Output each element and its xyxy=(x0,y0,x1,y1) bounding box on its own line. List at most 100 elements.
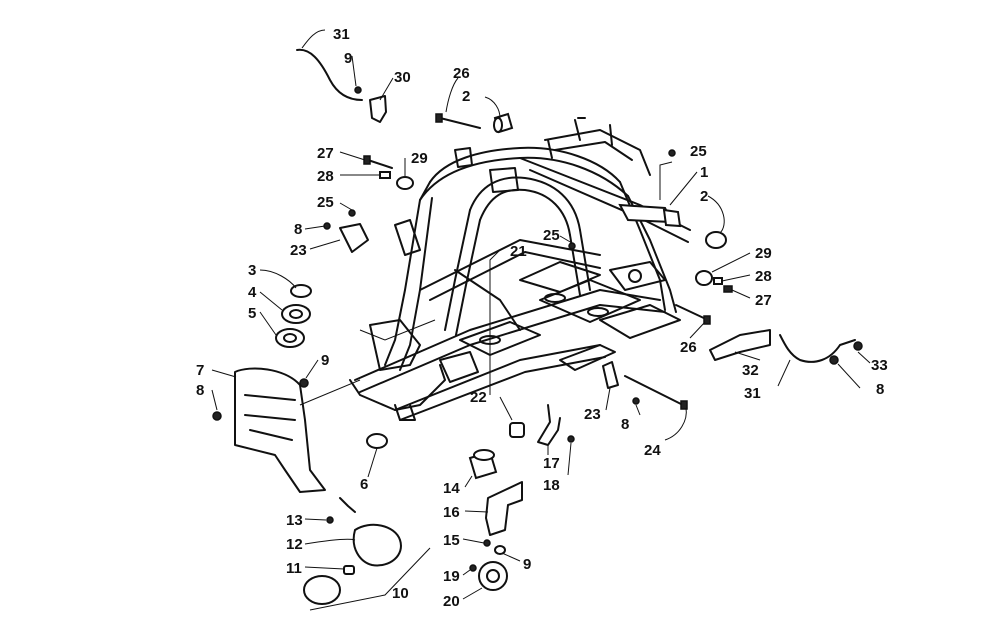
horn-20-center xyxy=(486,569,500,583)
callout-8c: 8 xyxy=(196,382,204,399)
bracket-32 xyxy=(709,329,771,361)
callout-30: 30 xyxy=(394,69,411,86)
front-bumper-7 xyxy=(234,367,326,493)
headlight-housing xyxy=(352,523,402,567)
callout-29a: 29 xyxy=(411,150,428,167)
snap-ring-3 xyxy=(290,284,312,298)
nut-25-right-top xyxy=(668,149,676,157)
nut-25-left xyxy=(348,209,356,217)
bearing-5-inner xyxy=(283,333,297,343)
bolt-24 xyxy=(624,375,684,406)
callout-19: 19 xyxy=(443,568,460,585)
spacer-28-left xyxy=(379,171,391,179)
rod-31-right xyxy=(779,334,856,363)
bumper-inner xyxy=(244,394,296,441)
callout-26b: 26 xyxy=(680,339,697,356)
callout-6: 6 xyxy=(360,476,368,493)
bracket-30 xyxy=(369,95,387,123)
callout-17: 17 xyxy=(543,455,560,472)
callout-22: 22 xyxy=(470,389,487,406)
callout-labels: 31 9 30 26 2 27 29 28 25 8 23 25 1 2 21 … xyxy=(196,26,888,610)
bracket-16 xyxy=(485,481,523,536)
bolt-18 xyxy=(567,435,575,443)
nut-9-bumper xyxy=(299,378,309,388)
bolt-8-right xyxy=(829,355,839,365)
callout-25c: 25 xyxy=(543,227,560,244)
bushing-2-right xyxy=(662,208,682,228)
callout-23b: 23 xyxy=(584,406,601,423)
callout-15: 15 xyxy=(443,532,460,549)
bracket-10 xyxy=(309,547,431,611)
main-frame xyxy=(349,117,691,421)
callout-20: 20 xyxy=(443,593,460,610)
bolt-19 xyxy=(469,564,477,572)
callout-8b: 8 xyxy=(876,381,884,398)
nut-9-upper xyxy=(354,86,362,94)
nut-25-center xyxy=(568,242,576,250)
bulb-11 xyxy=(343,565,355,575)
bolt-26-right-head xyxy=(703,315,711,325)
bushing-2-upper-end xyxy=(493,117,503,133)
callout-12: 12 xyxy=(286,536,303,553)
bracket-17 xyxy=(537,404,561,446)
callout-16: 16 xyxy=(443,504,460,521)
callout-27a: 27 xyxy=(317,145,334,162)
headlight-wire xyxy=(339,497,356,513)
lens-11 xyxy=(303,575,341,605)
callout-1: 1 xyxy=(700,164,708,181)
bolt-26-head xyxy=(435,113,443,123)
clip-22 xyxy=(509,422,525,438)
callout-9c: 9 xyxy=(523,556,531,573)
rod-31-upper xyxy=(296,48,363,101)
callout-13: 13 xyxy=(286,512,303,529)
nut-33 xyxy=(853,341,863,351)
bearing-5 xyxy=(275,328,305,348)
bushing-14-end xyxy=(473,449,495,461)
bolt-8-bumper xyxy=(212,411,222,421)
leader-lines xyxy=(211,29,871,600)
bracket-23-left xyxy=(339,223,369,253)
bolt-26-upper xyxy=(439,117,481,129)
callout-8a: 8 xyxy=(294,221,302,238)
callout-28b: 28 xyxy=(755,268,772,285)
bearing-4-inner xyxy=(289,309,303,319)
callout-28a: 28 xyxy=(317,168,334,185)
callout-33: 33 xyxy=(871,357,888,374)
callout-9b: 9 xyxy=(321,352,329,369)
bearing-4 xyxy=(281,304,311,324)
callout-9a: 9 xyxy=(344,50,352,67)
callout-26a: 26 xyxy=(453,65,470,82)
horn-20 xyxy=(478,561,508,591)
callout-18: 18 xyxy=(543,477,560,494)
bracket-23-lower xyxy=(602,361,619,389)
bushing-29-right xyxy=(695,270,713,286)
callout-21: 21 xyxy=(510,243,527,260)
callout-24: 24 xyxy=(644,442,661,459)
bolt-27-right xyxy=(723,285,733,293)
callout-32: 32 xyxy=(742,362,759,379)
callout-29b: 29 xyxy=(755,245,772,262)
callout-2a: 2 xyxy=(462,88,470,105)
callout-31b: 31 xyxy=(744,385,761,402)
nut-13 xyxy=(326,516,334,524)
callout-25b: 25 xyxy=(690,143,707,160)
callout-10: 10 xyxy=(392,585,409,602)
grommet-6 xyxy=(366,433,388,449)
callout-4: 4 xyxy=(248,284,257,301)
callout-7: 7 xyxy=(196,362,204,379)
bolt-26-right xyxy=(675,304,709,321)
callout-3: 3 xyxy=(248,262,256,279)
bolt-24-head xyxy=(680,400,688,410)
bushing-29-left xyxy=(396,176,414,190)
nut-15 xyxy=(483,539,491,547)
callout-2b: 2 xyxy=(700,188,708,205)
nut-9-lower xyxy=(494,545,506,555)
callout-25a: 25 xyxy=(317,194,334,211)
callout-27b: 27 xyxy=(755,292,772,309)
callout-11: 11 xyxy=(286,560,302,577)
callout-31a: 31 xyxy=(333,26,350,43)
bolt-8-lower xyxy=(632,397,640,405)
callout-23a: 23 xyxy=(290,242,307,259)
